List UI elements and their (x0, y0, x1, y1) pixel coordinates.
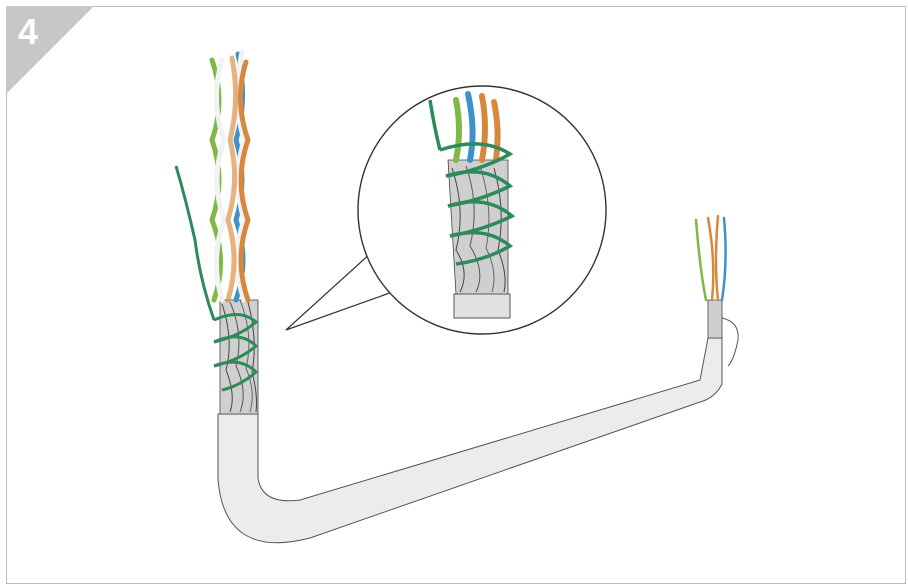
cable-jacket (218, 338, 722, 543)
white-orange-wire (228, 58, 236, 300)
twisted-pairs-left (212, 52, 248, 300)
magnified-detail (358, 86, 606, 334)
